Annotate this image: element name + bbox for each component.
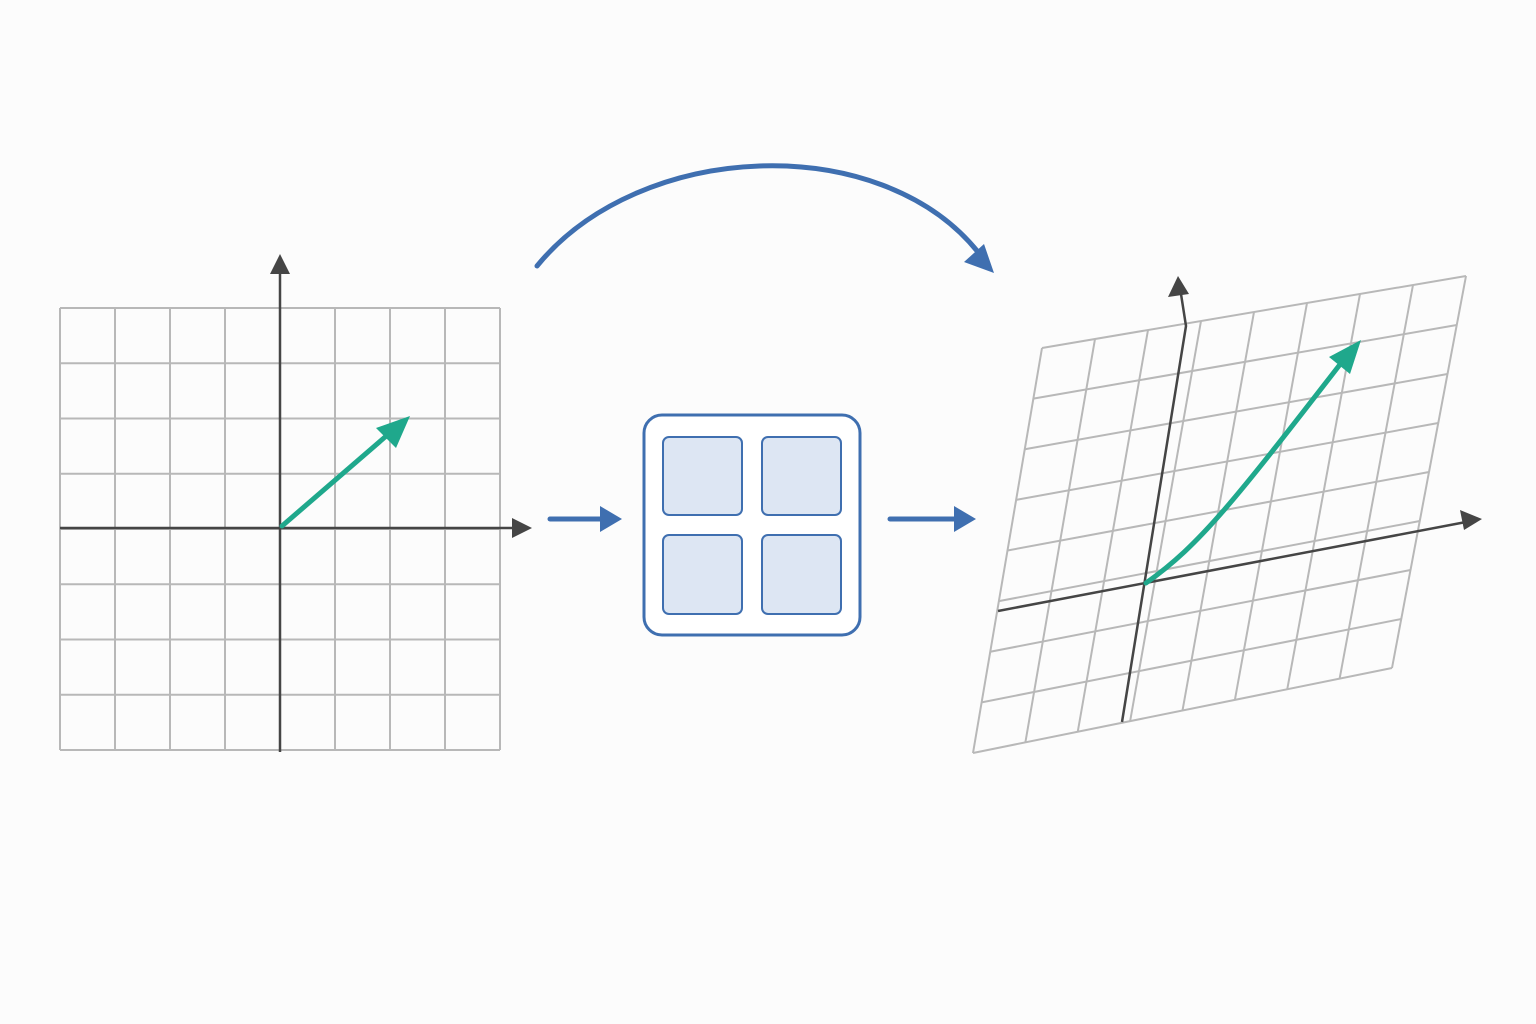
matrix-cell xyxy=(662,436,743,516)
output-x-axis-arrow-icon xyxy=(1460,510,1482,530)
output-grid xyxy=(972,275,1467,754)
input-vector xyxy=(279,416,410,529)
output-grid-line xyxy=(1041,275,1467,349)
output-x-axis xyxy=(997,520,1467,613)
output-grid-line xyxy=(972,667,1393,754)
output-grid-line xyxy=(998,520,1420,603)
output-vector-shaft xyxy=(1143,355,1348,586)
input-y-axis-arrow-icon xyxy=(270,254,290,274)
output-grid-line xyxy=(981,618,1402,704)
input-axes xyxy=(60,254,532,752)
matrix-icon xyxy=(642,413,862,637)
matrix-cell xyxy=(761,436,842,516)
output-y-axis-arrow-icon xyxy=(1168,276,1189,297)
output-grid-line xyxy=(1015,422,1439,501)
output-vector-arrow-icon xyxy=(1329,340,1361,374)
output-vector xyxy=(1143,340,1361,586)
output-grid-line xyxy=(1007,471,1430,552)
output-space xyxy=(972,275,1482,754)
matrix-cell xyxy=(662,534,743,615)
matrix-cell xyxy=(761,534,842,615)
output-axes xyxy=(997,276,1482,723)
right-arrow-icon xyxy=(547,506,622,532)
output-grid-line xyxy=(1033,324,1457,400)
input-vector-arrow-icon xyxy=(376,416,410,448)
input-x-axis-arrow-icon xyxy=(512,518,532,538)
input-space xyxy=(59,254,532,752)
right-arrow-icon xyxy=(887,506,976,532)
input-vector-shaft xyxy=(279,428,395,529)
output-y-axis xyxy=(1120,293,1188,723)
output-grid-line xyxy=(990,569,1411,653)
curved-arrow-icon xyxy=(534,163,994,273)
output-grid-line xyxy=(1024,373,1448,451)
